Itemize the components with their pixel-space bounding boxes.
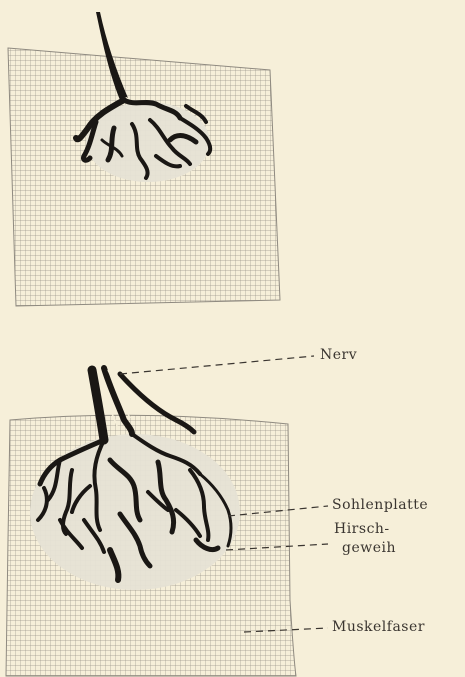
label-hirschgeweih-line1: Hirsch- [334, 521, 390, 537]
label-nerv: Nerv [320, 347, 357, 363]
lower-figure [6, 368, 296, 676]
upper-figure [8, 12, 280, 306]
label-muskelfaser: Muskelfaser [332, 619, 425, 635]
label-hirschgeweih-line2: geweih [342, 540, 396, 556]
nerv-leader-line [120, 356, 314, 374]
label-sohlenplatte: Sohlenplatte [332, 497, 428, 513]
